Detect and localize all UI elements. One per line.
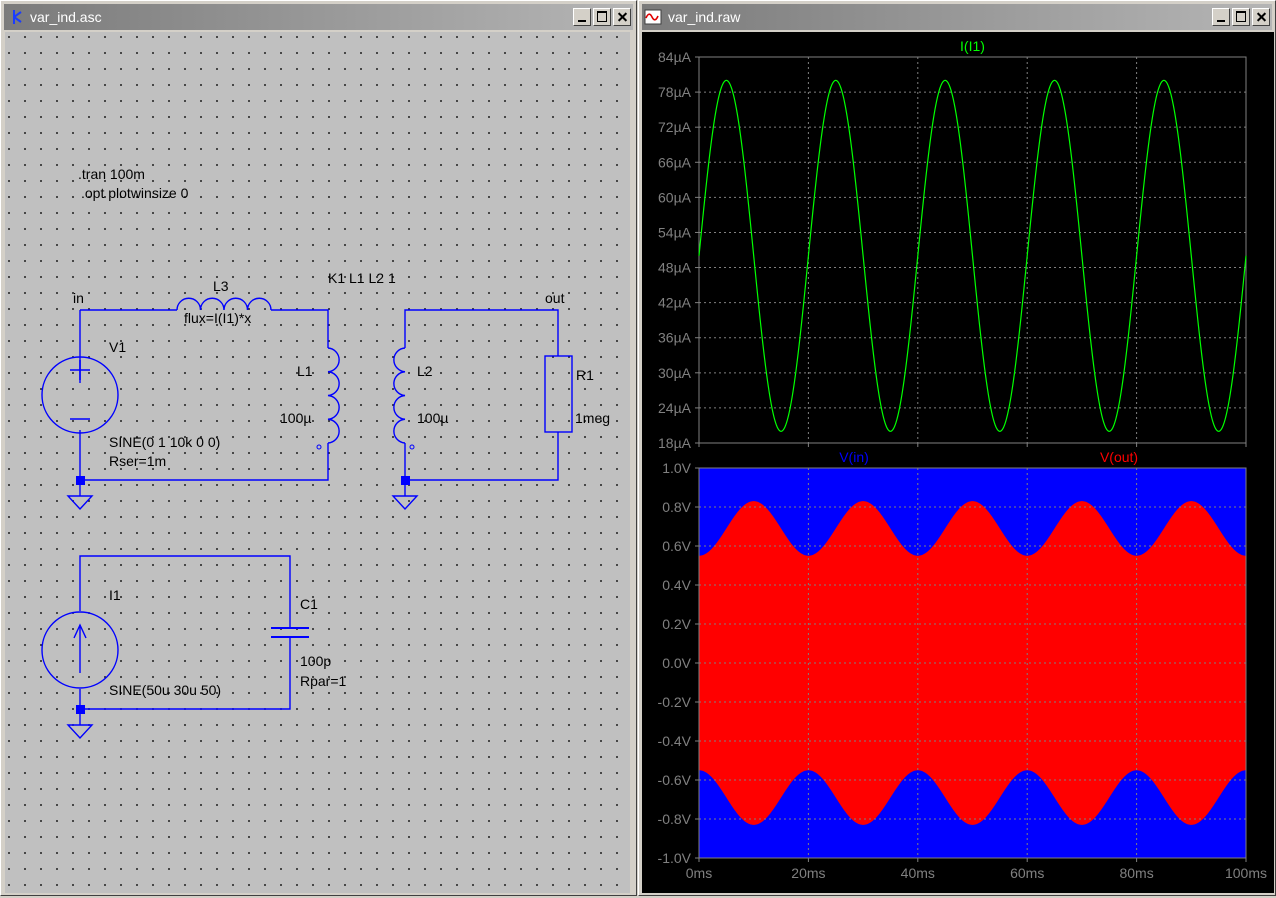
voltage-ytick-label: -1.0V (658, 850, 692, 866)
current-ytick-label: 30µA (658, 365, 692, 381)
l3-name[interactable]: L3 (213, 278, 229, 294)
wire-l2-r1 (404, 309, 559, 356)
current-ytick-label: 66µA (658, 154, 692, 170)
schematic-window-title: var_ind.asc (30, 9, 102, 25)
v1-polarity-icon (70, 360, 90, 420)
node-marker (76, 476, 85, 485)
schematic-maximize-button[interactable] (593, 8, 611, 26)
wire-l1-return (79, 430, 329, 481)
l3-value[interactable]: flux=I(I1)*x (184, 310, 251, 326)
l1-value[interactable]: 100µ (280, 410, 311, 426)
current-ytick-label: 72µA (658, 119, 692, 135)
waveform-window-title: var_ind.raw (668, 9, 741, 25)
wire-r1-return (404, 432, 559, 481)
voltage-ytick-label: -0.8V (658, 811, 692, 827)
voltage-ytick-label: 0.6V (662, 538, 691, 554)
capacitor-c1[interactable] (271, 627, 309, 638)
voltage-ytick-label: -0.6V (658, 772, 692, 788)
current-ytick-label: 78µA (658, 84, 692, 100)
node-marker (76, 705, 85, 714)
voltage-ytick-label: 0.2V (662, 616, 691, 632)
voltage-xtick-label: 100ms (1225, 865, 1267, 881)
coupling-directive[interactable]: K1 L1 L2 1 (328, 270, 396, 286)
l2-phase-dot (409, 444, 415, 450)
series-line-i-i1 (698, 79, 1247, 432)
waveform-close-button[interactable] (1252, 8, 1270, 26)
schematic-close-button[interactable] (613, 8, 631, 26)
waveform-app-icon (644, 9, 662, 25)
voltage-xtick-label: 40ms (901, 865, 935, 881)
schematic-window[interactable]: var_ind.asc (0, 0, 637, 896)
l2-name[interactable]: L2 (417, 363, 433, 379)
current-ytick-label: 36µA (658, 330, 692, 346)
schematic-app-icon (13, 10, 22, 24)
voltage-source-v1[interactable] (41, 356, 119, 434)
schematic-titlebar[interactable]: var_ind.asc (4, 4, 633, 30)
voltage-xtick-label: 60ms (1010, 865, 1044, 881)
voltage-xtick-label: 20ms (791, 865, 825, 881)
schematic-minimize-button[interactable] (573, 8, 591, 26)
inductor-l1[interactable] (327, 347, 340, 444)
schematic-canvas[interactable]: .tran 100m .opt plotwinsize 0 K1 L1 L2 1… (5, 32, 630, 893)
l2-value[interactable]: 100µ (417, 410, 448, 426)
resistor-r1[interactable] (544, 355, 573, 433)
current-ytick-label: 84µA (658, 49, 692, 65)
node-marker (401, 476, 410, 485)
c1-rpar[interactable]: Rpar=1 (300, 673, 347, 689)
waveform-minimize-button[interactable] (1212, 8, 1230, 26)
current-ytick-label: 18µA (658, 435, 692, 451)
v1-name[interactable]: V1 (109, 339, 126, 355)
l1-phase-dot (316, 444, 322, 450)
voltage-ytick-label: 0.8V (662, 499, 691, 515)
net-label-in[interactable]: in (73, 290, 84, 306)
v1-value[interactable]: SINE(0 1 10k 0 0) (109, 434, 220, 450)
legend-v-in: V(in) (839, 449, 869, 465)
c1-name[interactable]: C1 (300, 596, 318, 612)
current-plot-pane[interactable]: 84µA 78µA 72µA 66µA 60µA 54µA 48µA 42µA 36µA 30µA… (658, 38, 1247, 451)
series-fill-v-out (699, 501, 1246, 825)
waveform-plot-area[interactable]: 84µA 78µA 72µA 66µA 60µA 54µA 48µA 42µA 36µA 30µA… (642, 32, 1274, 893)
current-ytick-label: 60µA (658, 189, 692, 205)
voltage-ytick-label: 0.0V (662, 655, 691, 671)
waveform-titlebar[interactable]: var_ind.raw (642, 4, 1272, 30)
wire-l3-l1 (271, 309, 329, 348)
schematic-drawing: .tran 100m .opt plotwinsize 0 K1 L1 L2 1… (41, 166, 610, 740)
i1-name[interactable]: I1 (109, 587, 121, 603)
v1-rser[interactable]: Rser=1m (109, 453, 166, 469)
wire-i1-c1-bottom (79, 637, 291, 710)
waveform-window[interactable]: var_ind.raw 84µA 78µA 72µA 66µA 60µA 54µA 48µA… (638, 0, 1276, 896)
voltage-ytick-label: -0.2V (658, 694, 692, 710)
directive-opt[interactable]: .opt plotwinsize 0 (81, 185, 189, 201)
voltage-plot-pane[interactable]: 1.0V 0.8V 0.6V 0.4V 0.2V 0.0V -0.2V -0.4V -0.6V -… (658, 449, 1267, 881)
current-ytick-label: 48µA (658, 260, 692, 276)
i1-value[interactable]: SINE(50u 30u 50) (109, 682, 221, 698)
voltage-ytick-label: -0.4V (658, 733, 692, 749)
voltage-xtick-label: 0ms (686, 865, 712, 881)
waveform-svg: 84µA 78µA 72µA 66µA 60µA 54µA 48µA 42µA 36µA 30µA… (658, 38, 1267, 881)
legend-i-i1: I(I1) (960, 38, 985, 54)
r1-name[interactable]: R1 (576, 367, 594, 383)
net-label-out[interactable]: out (545, 290, 565, 306)
wire-i1-c1-top (79, 555, 291, 628)
current-ytick-label: 24µA (658, 400, 692, 416)
r1-value[interactable]: 1meg (575, 410, 610, 426)
current-source-i1[interactable] (41, 611, 119, 689)
voltage-ytick-label: 1.0V (662, 460, 691, 476)
inductor-l2[interactable] (393, 347, 406, 444)
voltage-xtick-label: 80ms (1119, 865, 1153, 881)
current-ytick-label: 54µA (658, 224, 692, 240)
i1-arrowhead-icon (73, 623, 87, 639)
voltage-ytick-label: 0.4V (662, 577, 691, 593)
l1-name[interactable]: L1 (297, 363, 313, 379)
waveform-maximize-button[interactable] (1232, 8, 1250, 26)
current-ytick-label: 42µA (658, 295, 692, 311)
inductor-l3[interactable] (176, 297, 272, 311)
directive-tran[interactable]: .tran 100m (78, 166, 145, 182)
legend-v-out: V(out) (1100, 449, 1138, 465)
c1-value[interactable]: 100p (300, 653, 331, 669)
